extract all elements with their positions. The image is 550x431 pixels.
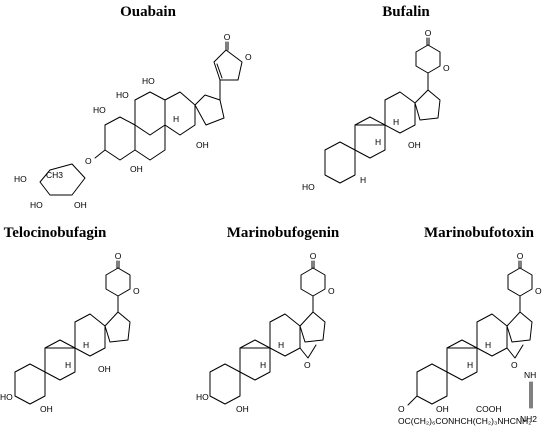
ouabain-oh-14: OH <box>196 140 209 150</box>
ouabain-sugar-ring <box>39 163 86 196</box>
marinobufotoxin-ring-c <box>476 313 508 357</box>
marinobufotoxin-carbonyl-bond <box>518 260 522 269</box>
marinobufogenin-h-9: H <box>260 360 266 370</box>
compound-name-marinobufotoxin: Marinobufotoxin <box>424 225 535 241</box>
marinobufogenin-ring-a <box>209 347 271 405</box>
marinobufotoxin-amidine-nh2: NH2 <box>520 414 537 424</box>
marinobufotoxin-pyranone-ring <box>507 267 533 297</box>
ouabain-h-8: H <box>173 114 179 124</box>
marinobufogenin-carbonyl-bond <box>311 260 315 269</box>
ouabain-sugar-oh-c: OH <box>74 200 87 210</box>
marinobufotoxin-cooh: COOH <box>476 404 502 414</box>
telocinobufagin-oh-14: OH <box>98 364 111 374</box>
telocinobufagin-h-9: H <box>65 360 71 370</box>
marinobufotoxin-ester-o: O <box>398 404 405 414</box>
marinobufogenin-carbonyl-o: O <box>310 251 317 261</box>
telocinobufagin-ring-o: O <box>133 286 140 296</box>
ouabain-oh-top: HO <box>142 76 155 86</box>
bufalin-carbonyl-bond <box>426 37 430 46</box>
ouabain-sugar-oh-b: HO <box>30 200 43 210</box>
marinobufotoxin-carbonyl-o: O <box>517 251 524 261</box>
marinobufogenin-ring-o: O <box>328 286 335 296</box>
marinobufogenin-epoxide-o: O <box>304 360 311 370</box>
ouabain-glyco-o: O <box>85 156 92 166</box>
bufalin-oh-3: HO <box>302 182 315 192</box>
telocinobufagin-h-8: H <box>83 340 89 350</box>
telocinobufagin-oh-5: OH <box>40 404 53 414</box>
bufalin-oh-14: OH <box>408 140 421 150</box>
ouabain-ring-a <box>104 116 136 161</box>
compound-ouabain: Ouabain O O HO HO HO OH OH H O HO CH3 HO… <box>14 4 252 210</box>
compound-bufalin: Bufalin O O HO OH H H H <box>302 4 450 192</box>
bufalin-h-5: H <box>360 175 366 185</box>
ouabain-ring-c <box>164 91 196 136</box>
marinobufogenin-h-8: H <box>278 340 284 350</box>
marinobufotoxin-amidine-nh: NH <box>524 370 536 380</box>
telocinobufagin-ring-d <box>104 311 131 343</box>
marinobufogenin-epoxide <box>299 344 317 359</box>
compound-name-ouabain: Ouabain <box>120 4 177 20</box>
ouabain-glyco-bond <box>94 149 106 159</box>
bufalin-ring-o: O <box>443 63 450 73</box>
ouabain-carbonyl-bond <box>225 41 229 51</box>
telocinobufagin-carbonyl-o: O <box>115 251 122 261</box>
marinobufotoxin-ring-o: O <box>535 286 542 296</box>
marinobufotoxin-h-8: H <box>485 340 491 350</box>
compound-name-bufalin: Bufalin <box>382 4 430 20</box>
ouabain-ring-o: O <box>245 52 252 62</box>
ouabain-ring-b <box>134 91 166 161</box>
marinobufogenin-pyranone-ring <box>300 267 326 297</box>
ouabain-carbonyl-o: O <box>224 32 231 42</box>
ouabain-sugar-oh-a: HO <box>14 174 27 184</box>
ouabain-ring-d <box>194 94 225 126</box>
bufalin-pyranone-ring <box>415 44 441 74</box>
telocinobufagin-pyranone-ring <box>105 267 131 297</box>
marinobufogenin-oh-5: OH <box>236 404 249 414</box>
compound-name-telocinobufagin: Telocinobufagin <box>4 225 107 241</box>
marinobufotoxin-epoxide-o: O <box>511 360 518 370</box>
compound-marinobufogenin: Marinobufogenin O O O HO OH H H <box>196 225 340 414</box>
marinobufogenin-ring-d <box>299 311 326 343</box>
ouabain-oh-5: OH <box>130 164 143 174</box>
ouabain-double-bond <box>216 63 223 79</box>
telocinobufagin-oh-3: HO <box>0 392 13 402</box>
bufalin-h-9: H <box>375 137 381 147</box>
telocinobufagin-carbonyl-bond <box>116 260 120 269</box>
telocinobufagin-ring-a <box>14 347 76 405</box>
marinobufotoxin-amidine-bond <box>529 381 533 409</box>
marinobufotoxin-oh-5: OH <box>436 404 449 414</box>
ouabain-oh-11: HO <box>93 105 106 115</box>
marinobufogenin-oh-3: HO <box>196 392 209 402</box>
marinobufotoxin-side-chain: OC(CH₂)₆CONHCH(CH₂)₃NHCNH₂ <box>398 416 531 426</box>
bufalin-ring-a <box>324 124 386 184</box>
bufalin-carbonyl-o: O <box>425 28 432 38</box>
ouabain-sugar-me: CH3 <box>46 170 63 180</box>
bufalin-ring-c <box>384 91 416 134</box>
ouabain-me19-oh: HO <box>116 90 129 100</box>
ouabain-lactone-ring <box>213 49 243 81</box>
marinobufotoxin-epoxide <box>506 344 524 359</box>
compound-marinobufotoxin: Marinobufotoxin O O O O OH COOH H H NH O… <box>398 225 542 426</box>
marinobufotoxin-h-9: H <box>467 360 473 370</box>
marinobufotoxin-ester-bond <box>407 395 418 406</box>
telocinobufagin-ring-c <box>74 313 106 357</box>
marinobufogenin-ring-c <box>269 313 301 357</box>
marinobufotoxin-ring-d <box>506 311 533 343</box>
compound-telocinobufagin: Telocinobufagin O O HO OH OH H H <box>0 225 140 414</box>
compound-name-marinobufogenin: Marinobufogenin <box>227 225 340 241</box>
bufalin-h-8: H <box>393 117 399 127</box>
bufalin-ring-d <box>414 89 441 121</box>
